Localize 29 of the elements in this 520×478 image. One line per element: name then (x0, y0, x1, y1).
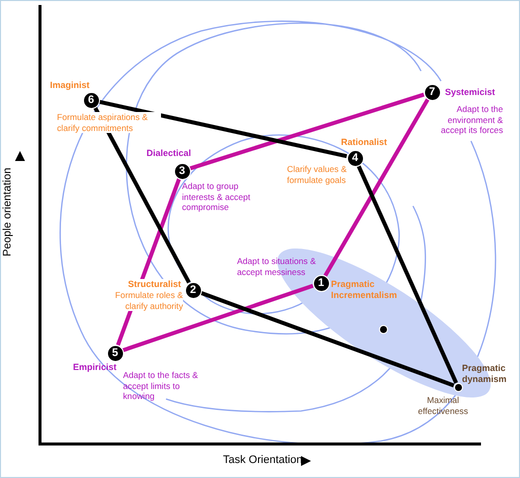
description-text: Clarify values & formulate goals (287, 164, 348, 185)
description-text: Adapt to group interests & accept compromise (182, 181, 252, 212)
connector-line (122, 284, 314, 352)
style-name: Systemicist (445, 87, 496, 98)
style-name: Pragmatic dynamism (462, 363, 508, 385)
axis-label: Task Orientation (223, 454, 302, 466)
description-text: Adapt to the facts & accept limits to knowing (123, 370, 200, 402)
style-name: Imaginist (50, 80, 90, 91)
style-name: Empiricist (73, 362, 117, 373)
axis-label: People orientation (1, 168, 14, 256)
connector-line (98, 100, 348, 158)
numbered-circle: 3 (174, 162, 190, 180)
description-text: Formulate aspirations & clarify commitments (57, 112, 161, 133)
description-text: Maximal effectiveness (416, 395, 469, 416)
connector-line (93, 106, 191, 284)
description-text: Adapt to situations & accept messiness (237, 256, 317, 277)
connector-line (324, 98, 430, 277)
numbered-circle: 4 (346, 150, 364, 166)
connector-line (200, 291, 454, 388)
description-text: Adapt to the environment & accept its forces (440, 104, 503, 136)
style-name: Pragmatic Incrementalism (331, 279, 398, 301)
numbered-circle: 5 (106, 344, 124, 362)
numbered-circle: 7 (424, 84, 440, 100)
numbered-circle: 6 (82, 92, 100, 108)
connector-line (356, 164, 458, 384)
style-name: Rationalist (341, 137, 388, 148)
style-name: Dialectical (145, 148, 191, 159)
connector-line (190, 92, 424, 170)
numbered-circle: 2 (184, 282, 202, 298)
